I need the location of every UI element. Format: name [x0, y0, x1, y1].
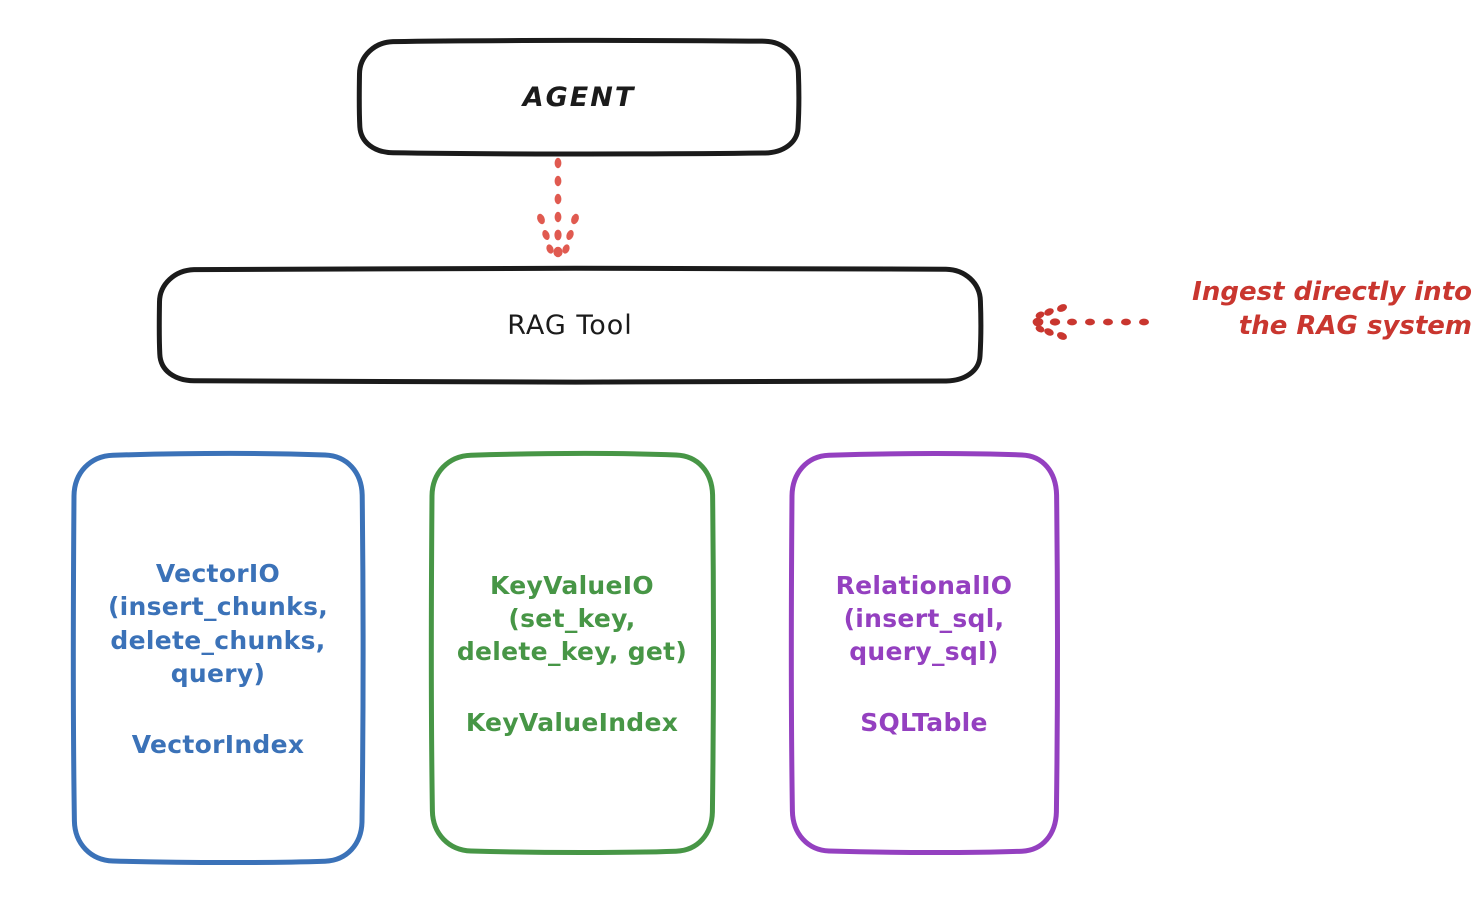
- node-vector-io-index: VectorIndex: [131, 730, 305, 759]
- node-relational-io[interactable]: RelationalIO (insert_sql, query_sql) SQL…: [788, 450, 1060, 856]
- node-agent-label: AGENT: [522, 81, 636, 113]
- node-relational-io-methods: RelationalIO (insert_sql, query_sql): [835, 570, 1013, 667]
- node-relational-io-body: RelationalIO (insert_sql, query_sql) SQL…: [788, 569, 1060, 738]
- node-keyvalue-io[interactable]: KeyValueIO (set_key, delete_key, get) Ke…: [428, 450, 716, 856]
- node-keyvalue-io-index: KeyValueIndex: [465, 708, 679, 738]
- node-keyvalue-io-methods: KeyValueIO (set_key, delete_key, get): [456, 570, 688, 667]
- arrow-ingest-into-rag-tool: [1032, 304, 1149, 340]
- arrow-agent-to-rag-tool: [537, 157, 579, 258]
- node-vector-io-methods: VectorIO (insert_chunks, delete_chunks, …: [107, 559, 329, 688]
- node-rag-tool[interactable]: RAG Tool: [156, 265, 984, 385]
- node-rag-tool-label: RAG Tool: [507, 309, 633, 341]
- node-relational-io-index: SQLTable: [860, 708, 988, 738]
- node-keyvalue-io-body: KeyValueIO (set_key, delete_key, get) Ke…: [428, 569, 716, 738]
- annotation-ingest: Ingest directly into the RAG system: [1142, 276, 1472, 344]
- node-vector-io-body: VectorIO (insert_chunks, delete_chunks, …: [70, 557, 366, 759]
- node-vector-io[interactable]: VectorIO (insert_chunks, delete_chunks, …: [70, 450, 366, 866]
- annotation-ingest-text: Ingest directly into the RAG system: [1192, 277, 1472, 341]
- node-agent[interactable]: AGENT: [356, 37, 802, 157]
